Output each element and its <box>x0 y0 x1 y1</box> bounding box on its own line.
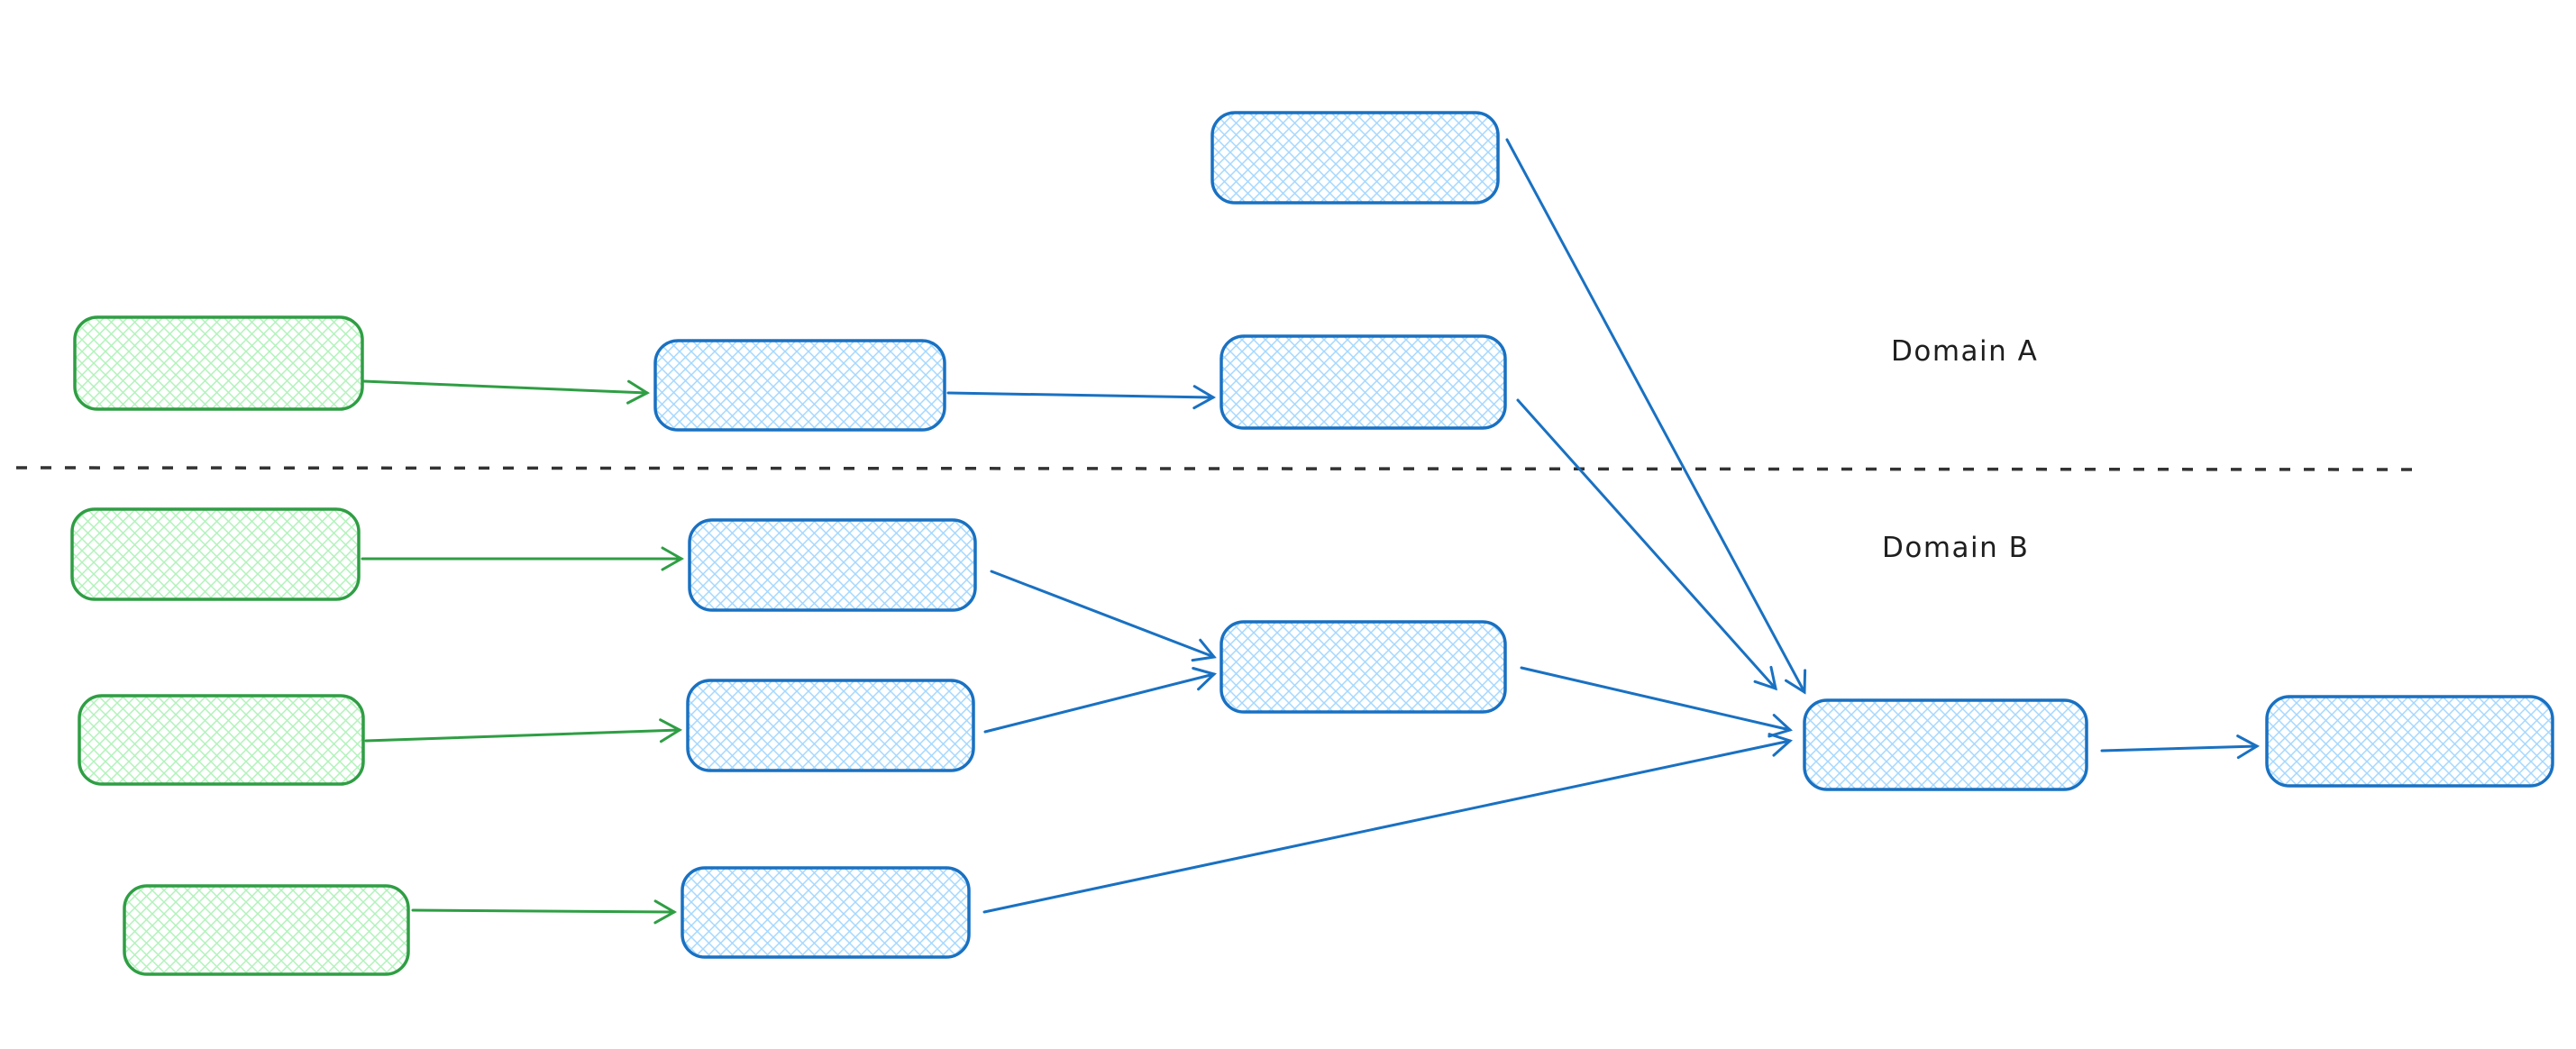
edge-node-b-stage1-1-to-node-b-merge[interactable] <box>990 570 1217 662</box>
edge-node-a-stage2-to-node-merge-all[interactable] <box>1516 398 1778 691</box>
node-b-source-1[interactable] <box>70 507 361 601</box>
node-a-stage2[interactable] <box>1219 334 1507 430</box>
edge-node-a-stage1-to-node-a-stage2[interactable] <box>946 385 1217 410</box>
edge-node-merge-all-to-node-output[interactable] <box>2100 734 2261 760</box>
node-a-top[interactable] <box>1210 111 1500 205</box>
domain-a-label[interactable]: Domain A <box>1891 335 2039 368</box>
edge-node-b-source-3-to-node-b-stage1-3[interactable] <box>411 899 678 925</box>
node-b-stage1-1[interactable] <box>688 518 977 612</box>
edge-node-a-source-to-node-a-stage1[interactable] <box>361 379 651 405</box>
edge-node-b-source-2-to-node-b-stage1-2[interactable] <box>364 718 683 743</box>
domain-divider-dashed-line[interactable] <box>15 466 2415 471</box>
node-b-source-2[interactable] <box>78 694 365 786</box>
edge-node-b-stage1-3-to-node-merge-all[interactable] <box>982 733 1793 914</box>
node-b-merge[interactable] <box>1219 620 1507 714</box>
node-b-source-3[interactable] <box>123 884 410 976</box>
node-b-stage1-3[interactable] <box>681 866 971 959</box>
edge-node-a-top-to-node-merge-all[interactable] <box>1505 138 1807 695</box>
node-merge-all[interactable] <box>1803 698 2088 791</box>
edge-node-b-stage1-2-to-node-b-merge[interactable] <box>983 666 1217 734</box>
node-output[interactable] <box>2265 695 2554 788</box>
node-a-stage1[interactable] <box>653 339 946 432</box>
domain-b-label[interactable]: Domain B <box>1882 532 2030 564</box>
edge-node-b-merge-to-node-merge-all[interactable] <box>1520 666 1793 738</box>
node-a-source[interactable] <box>73 315 364 411</box>
node-b-stage1-2[interactable] <box>686 679 975 772</box>
